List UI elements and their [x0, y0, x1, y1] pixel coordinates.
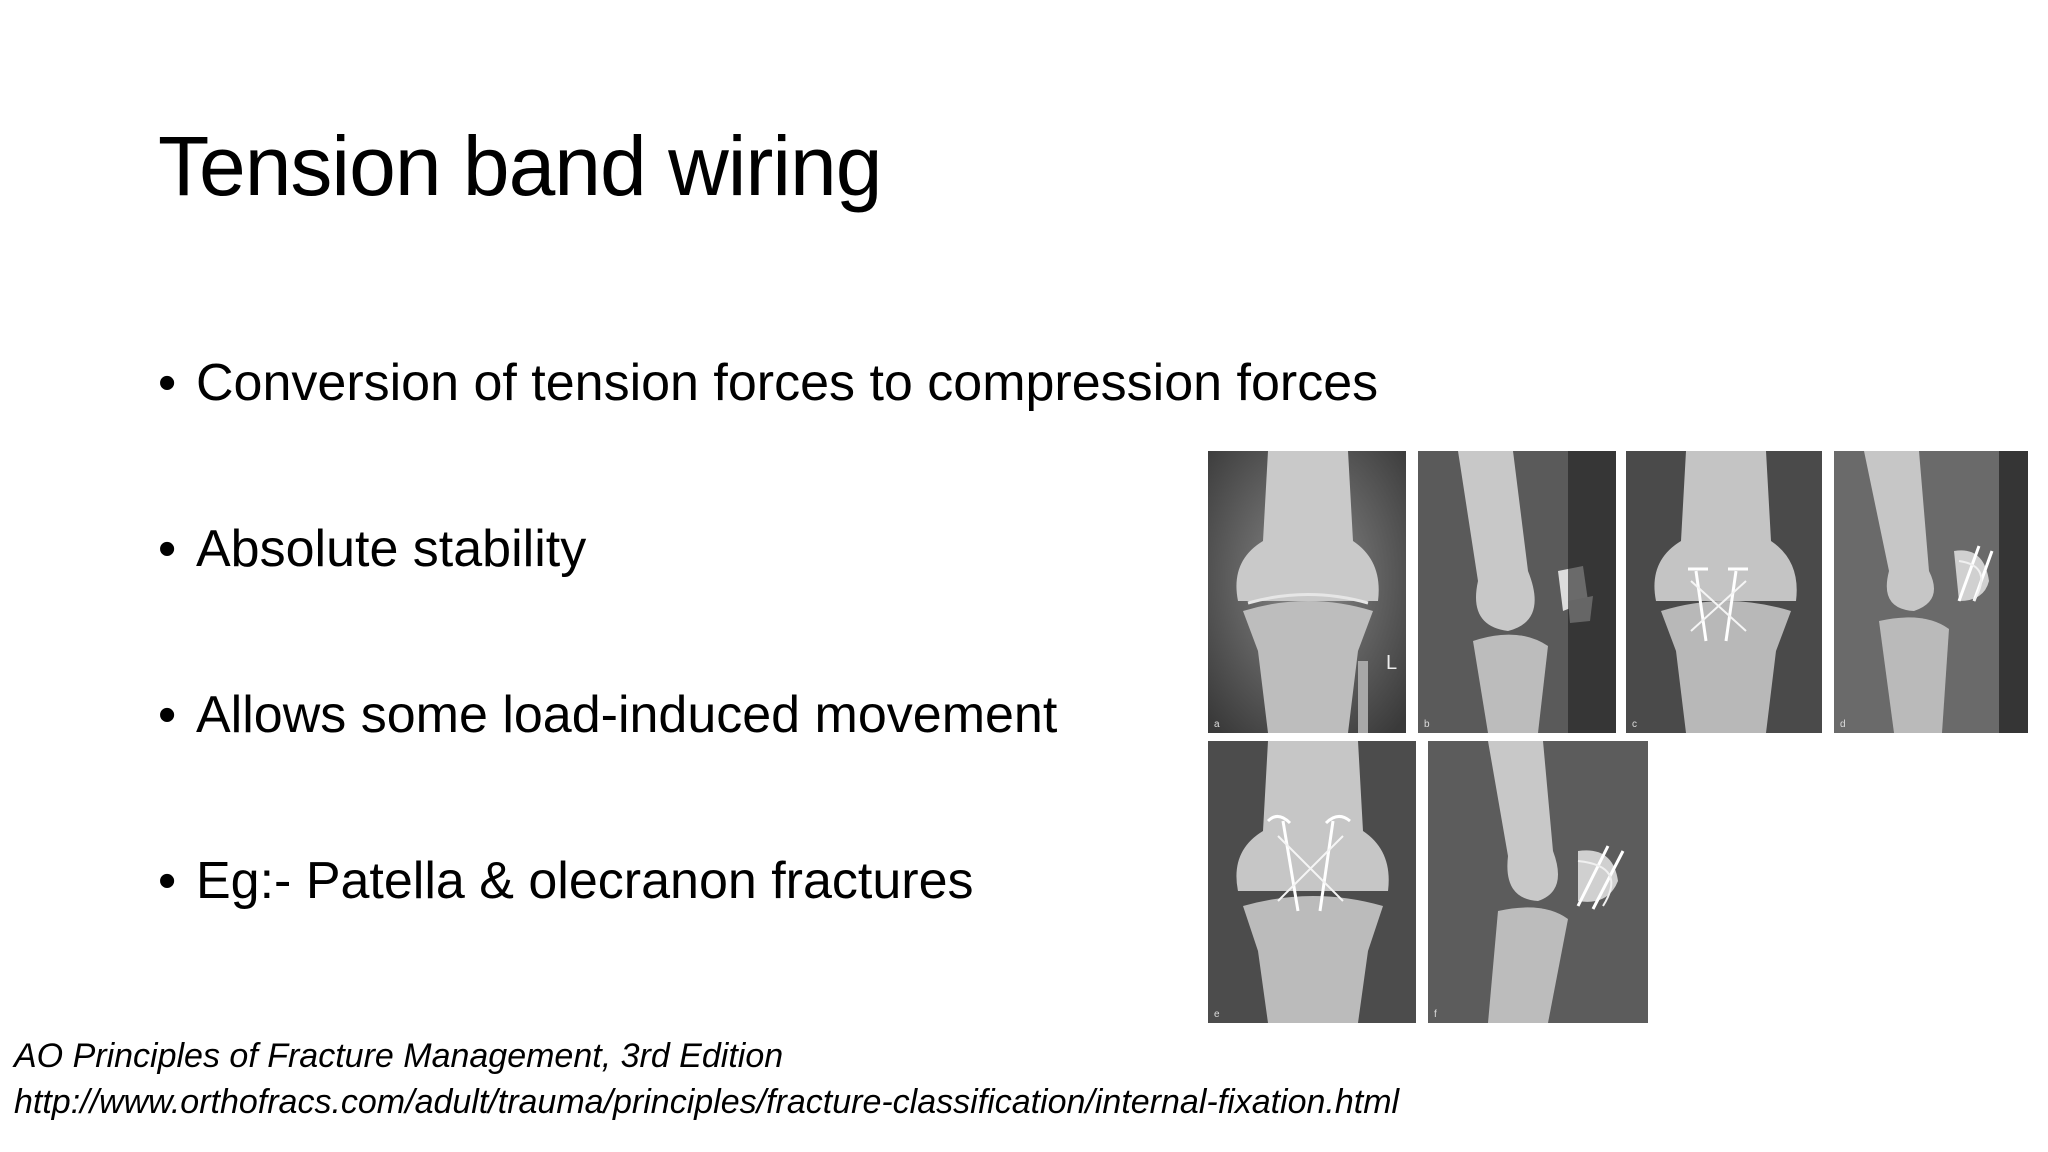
xray-panel-c: c — [1626, 451, 1822, 733]
bullet-dot: • — [158, 852, 177, 910]
panel-letter: a — [1214, 719, 1220, 730]
bullet-item: • Eg:- Patella & olecranon fractures — [158, 848, 1378, 914]
xray-panel-a: L a — [1208, 451, 1406, 733]
knee-ap-xray-icon: L — [1208, 451, 1406, 733]
bullet-dot: • — [158, 354, 177, 412]
knee-lateral-tension-band-icon — [1834, 451, 2028, 733]
bullet-list: • Conversion of tension forces to compre… — [158, 350, 1378, 1014]
panel-letter: e — [1214, 1009, 1220, 1020]
panel-letter: d — [1840, 719, 1846, 730]
bullet-dot: • — [158, 686, 177, 744]
knee-lateral-xray-icon — [1418, 451, 1616, 733]
bullet-text: Eg:- Patella & olecranon fractures — [196, 852, 974, 910]
knee-lateral-tension-band-icon — [1428, 741, 1648, 1023]
xray-panel-d: d — [1834, 451, 2028, 733]
bullet-text: Conversion of tension forces to compress… — [196, 354, 1379, 412]
slide-title: Tension band wiring — [158, 119, 882, 213]
bullet-item: • Allows some load-induced movement — [158, 682, 1378, 748]
bullet-text: Absolute stability — [196, 520, 587, 578]
xray-panel-e: e — [1208, 741, 1416, 1023]
bullet-text: Allows some load-induced movement — [196, 686, 1058, 744]
reference-url: http://www.orthofracs.com/adult/trauma/p… — [14, 1083, 1400, 1121]
panel-letter: c — [1632, 719, 1637, 730]
xray-panel-f: f — [1428, 741, 1648, 1023]
references: AO Principles of Fracture Management, 3r… — [14, 1033, 1399, 1125]
panel-letter: b — [1424, 719, 1430, 730]
bullet-item: • Conversion of tension forces to compre… — [158, 350, 1378, 416]
bullet-item: • Absolute stability — [158, 516, 1378, 582]
xray-figure: L a b c — [1208, 451, 2028, 1023]
svg-text:L: L — [1386, 652, 1397, 674]
xray-panel-b: b — [1418, 451, 1616, 733]
knee-ap-tension-band-icon — [1208, 741, 1416, 1023]
reference-book: AO Principles of Fracture Management, 3r… — [14, 1037, 784, 1075]
bullet-dot: • — [158, 520, 177, 578]
panel-letter: f — [1434, 1009, 1437, 1020]
knee-ap-tension-band-icon — [1626, 451, 1822, 733]
